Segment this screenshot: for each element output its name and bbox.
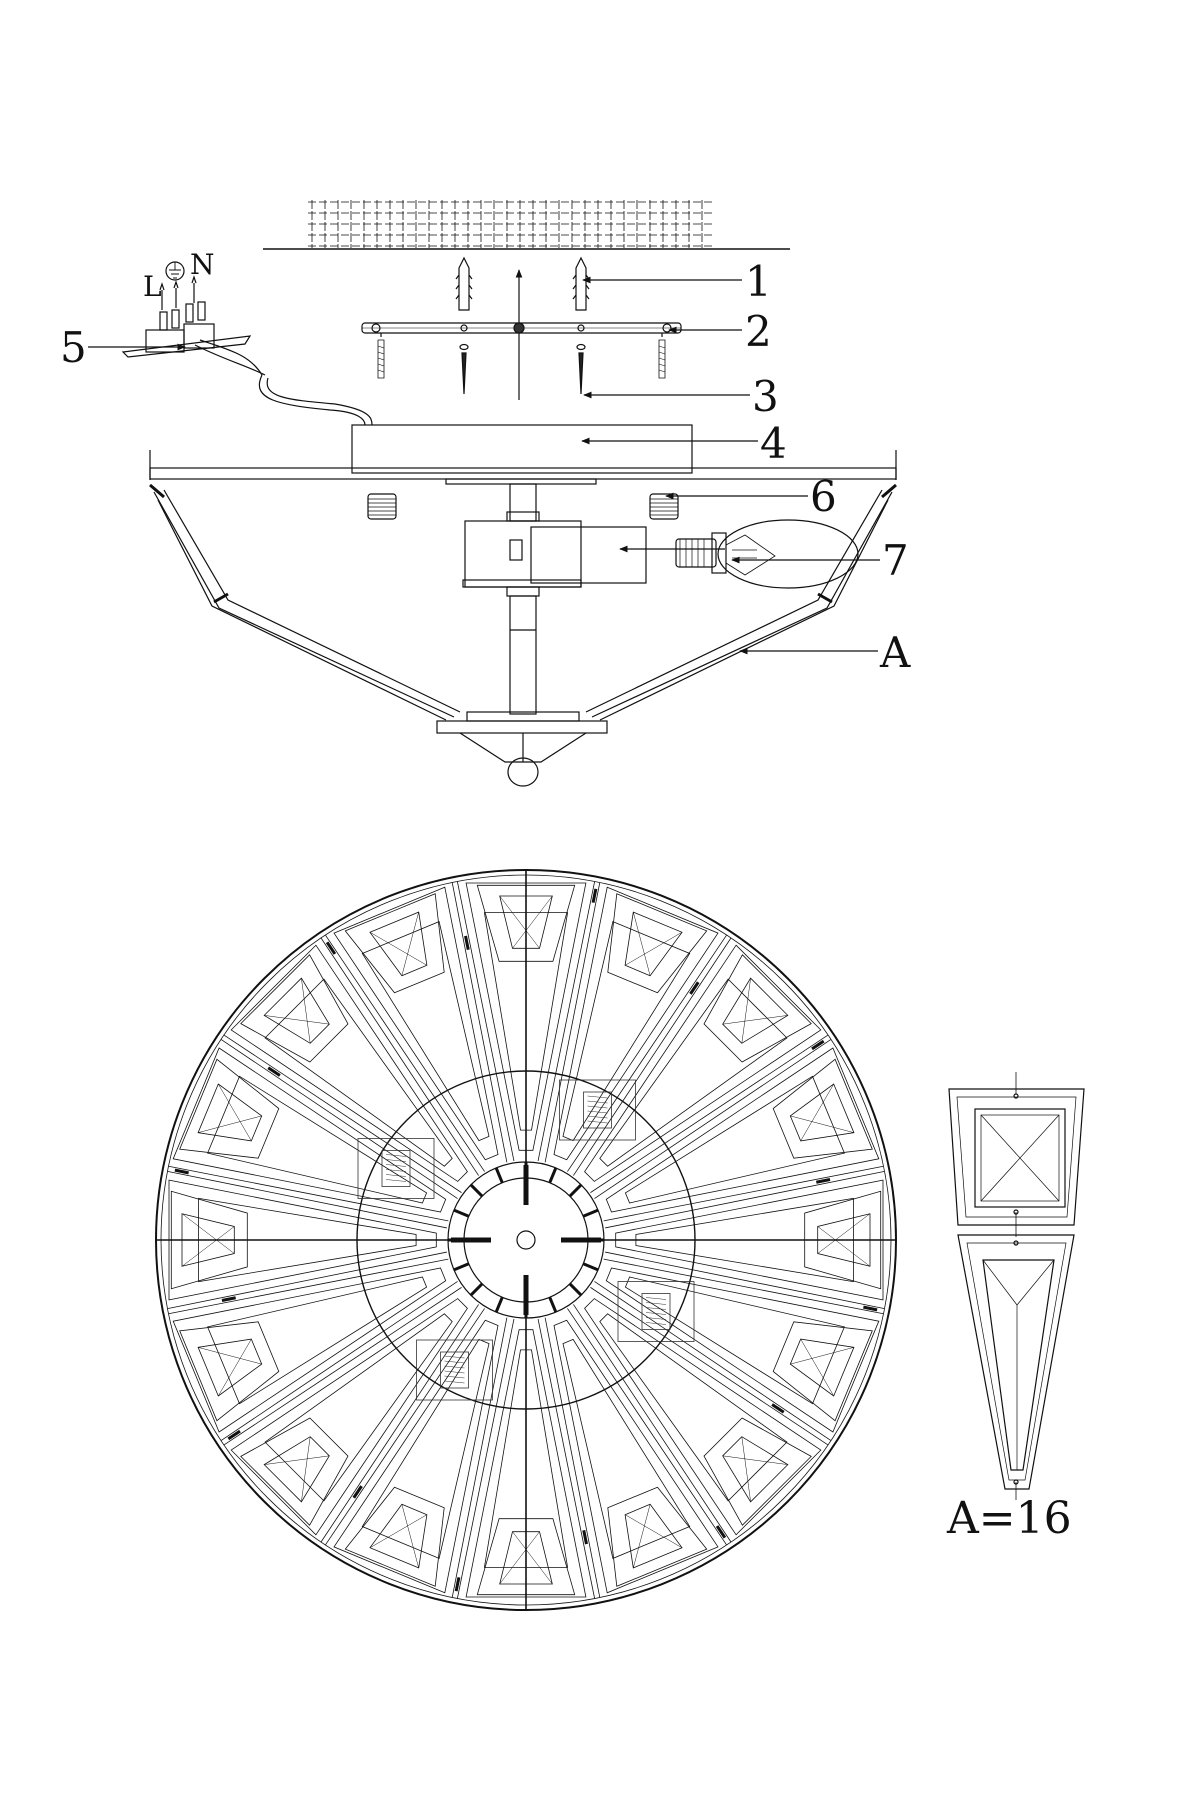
panel [333, 881, 515, 1184]
canopy [351, 424, 693, 474]
terminal-label-l: L [143, 270, 162, 303]
panel [172, 1034, 470, 1218]
screws [459, 343, 586, 395]
panel [582, 1262, 880, 1446]
ceiling-plate [149, 450, 897, 485]
lamp-socket-top [617, 1281, 695, 1342]
panel [451, 1302, 587, 1599]
wall-plug-right [572, 256, 590, 311]
lamp-socket-top [357, 1138, 435, 1199]
panel [548, 886, 732, 1184]
callout-3: 3 [752, 372, 779, 421]
panel [230, 934, 485, 1198]
panel [567, 1282, 822, 1546]
callout-5: 5 [60, 323, 87, 372]
callout-4: 4 [760, 419, 787, 468]
panel [537, 1296, 719, 1599]
panel [220, 1281, 484, 1536]
bottom-finial [436, 711, 608, 787]
panel-a-detail [948, 1072, 1085, 1500]
bulb [675, 519, 859, 589]
panel [588, 1179, 885, 1315]
bowl-bottom-view [155, 869, 897, 1611]
nuts [367, 493, 679, 520]
panel [568, 944, 832, 1199]
callout-a: A [879, 628, 911, 677]
callout-2: 2 [745, 307, 772, 356]
center-hole [516, 1230, 536, 1250]
panel [582, 1047, 885, 1229]
wall-plug-left [455, 256, 473, 311]
leader-lines [88, 276, 880, 655]
lamp-socket-top [559, 1079, 636, 1141]
callout-7: 7 [882, 536, 909, 585]
lamp-socket-top [416, 1339, 493, 1401]
lamp-socket [462, 520, 647, 588]
panel [465, 881, 601, 1178]
bowl-side-view [149, 483, 897, 721]
callout-6: 6 [810, 472, 837, 521]
mounting-bracket [361, 322, 682, 379]
ceiling [263, 200, 790, 250]
panel-count-label: A=16 [946, 1493, 1072, 1544]
center-rod [506, 483, 540, 715]
terminal-block [121, 261, 373, 426]
panel [167, 1251, 470, 1433]
callout-1: 1 [745, 257, 772, 306]
panel [320, 1296, 504, 1594]
panel [167, 1165, 464, 1301]
terminal-label-n: N [190, 248, 215, 281]
